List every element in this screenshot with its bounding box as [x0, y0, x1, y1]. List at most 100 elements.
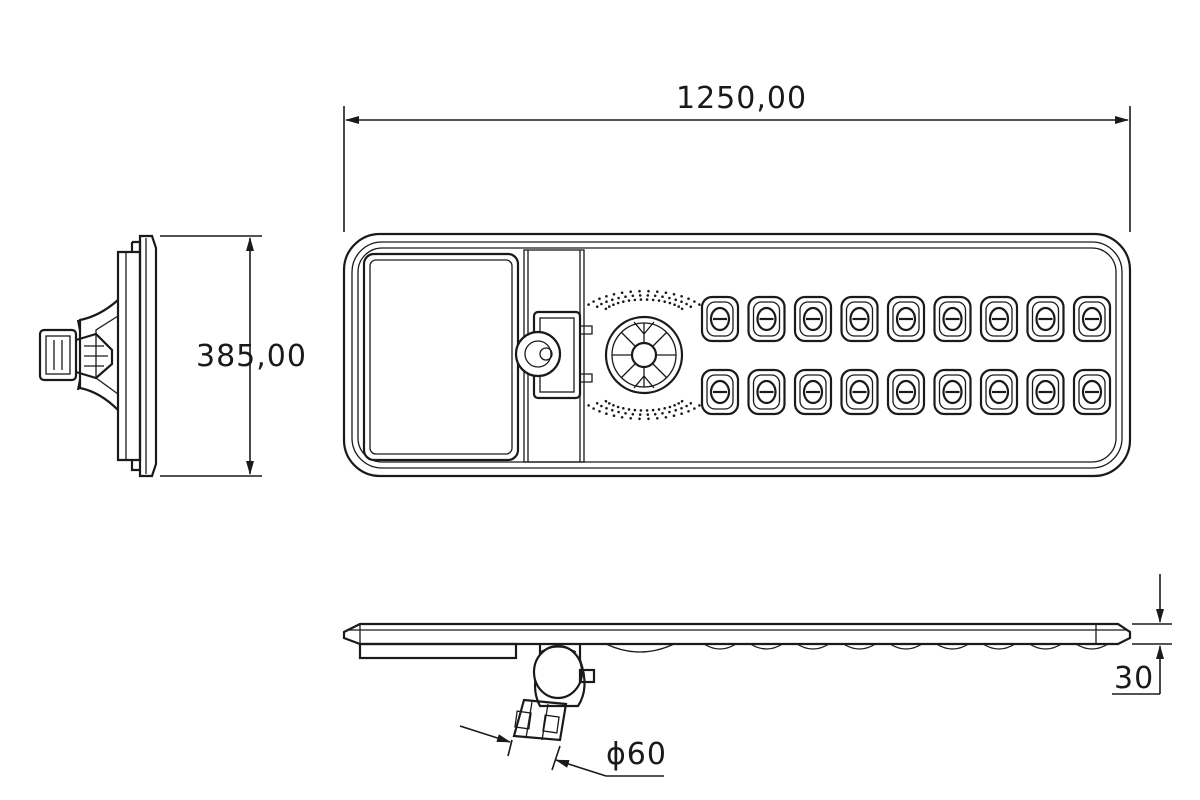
sensor-dot	[680, 300, 683, 304]
sensor-dot	[638, 413, 642, 416]
sensor-dot	[616, 301, 620, 305]
sensor-dot	[631, 294, 635, 298]
thickness-dimension: 30	[1112, 574, 1172, 696]
sensor-dot	[680, 307, 684, 311]
led-lens	[1026, 368, 1065, 416]
lens-profile	[843, 643, 876, 650]
top-view	[342, 232, 1132, 478]
sensor-dot	[680, 407, 683, 410]
sensor-dot	[605, 407, 608, 410]
sensor-dot	[674, 409, 677, 412]
sensor-dot	[656, 417, 659, 420]
sensor-dot	[624, 412, 627, 415]
sensor-dot	[611, 409, 614, 412]
sensor-dot	[677, 305, 680, 308]
pole-mount	[512, 644, 596, 742]
led-lens	[1072, 368, 1112, 416]
sensor-dot	[629, 417, 632, 420]
length-dimension-label: 1250,00	[676, 81, 807, 116]
sensor-dot	[673, 303, 676, 307]
sensor-dot	[645, 409, 649, 412]
sensor-dot	[611, 298, 614, 302]
led-lens	[793, 368, 833, 416]
sensor-dot	[647, 289, 650, 293]
sensor-dot	[622, 300, 625, 304]
sensor-dot	[638, 289, 641, 293]
sensor-dot	[608, 305, 611, 308]
lens-profile	[889, 643, 923, 650]
sensor-dot	[604, 307, 608, 311]
sensor-dot	[673, 404, 676, 407]
led-lens	[886, 368, 926, 416]
sensor-dot	[629, 290, 632, 294]
led-lens	[700, 368, 740, 416]
lens-profile	[750, 643, 783, 650]
sensor-dot	[698, 404, 701, 407]
sensor-dot	[612, 414, 616, 418]
sensor-dot	[587, 404, 590, 407]
sensor-dot	[653, 294, 657, 298]
sensor-dot	[668, 301, 672, 305]
sensor-dot	[616, 405, 620, 409]
sensor-dot	[633, 298, 637, 302]
led-lens	[933, 295, 972, 343]
sensor-dot	[608, 402, 611, 405]
sensor-dot	[631, 412, 635, 416]
sensor-dot	[622, 407, 625, 410]
sensor-dot	[646, 413, 650, 416]
led-lens	[747, 295, 786, 343]
sensor-dot	[674, 298, 677, 302]
sensor-dot	[687, 297, 690, 301]
lens-profile	[936, 643, 969, 650]
width-dimension: 385,00	[160, 235, 306, 477]
sensor-dot	[668, 296, 671, 300]
sensor-dot	[639, 298, 643, 301]
sensor-dot	[604, 399, 608, 403]
lens-profile	[1075, 643, 1109, 650]
sensor-dot	[693, 407, 696, 410]
sensor-dot	[651, 298, 655, 302]
sensor-dot	[627, 408, 631, 411]
lens-profile	[1029, 643, 1062, 650]
sensor-dot	[617, 296, 620, 300]
sensor-dot	[663, 300, 666, 304]
sensor-dot	[656, 290, 659, 294]
sensor-dot	[598, 410, 601, 413]
sensor-dot	[624, 295, 627, 299]
sensor-dot	[668, 405, 672, 409]
sensor-dot	[592, 300, 595, 303]
sensor-dot	[638, 294, 642, 297]
sensor-dot	[600, 404, 603, 408]
sensor-dot	[677, 402, 680, 405]
sensor-dot	[680, 295, 683, 298]
led-lens	[1072, 295, 1112, 343]
sensor-dot	[605, 295, 608, 298]
mount-adapter	[514, 310, 593, 400]
lens-profile	[703, 643, 737, 650]
led-lens	[886, 295, 926, 343]
led-lens	[979, 368, 1019, 416]
sensor-dot	[598, 297, 601, 301]
lens-profile	[982, 643, 1016, 650]
pole-diameter-label: ϕ60	[606, 737, 667, 772]
sensor-dot	[689, 305, 693, 309]
sensor-dot	[620, 291, 624, 295]
sensor-dot	[672, 414, 676, 418]
sensor-dot	[587, 303, 590, 306]
sensor-dot	[638, 417, 641, 421]
sensor-dot	[668, 410, 671, 414]
led-lens	[840, 295, 879, 343]
led-lens	[933, 368, 972, 416]
sensor-dot	[664, 416, 668, 419]
sensor-dot-arcs	[587, 289, 701, 421]
sensor-dot	[627, 299, 631, 302]
motion-sensor	[604, 315, 684, 395]
sensor-dot	[612, 293, 616, 296]
front-elevation-view	[342, 622, 1132, 742]
sensor-dot	[657, 299, 661, 302]
sensor-dot	[595, 305, 599, 309]
sensor-dot	[657, 408, 661, 411]
sensor-dot	[693, 300, 696, 303]
led-lens	[700, 295, 740, 343]
